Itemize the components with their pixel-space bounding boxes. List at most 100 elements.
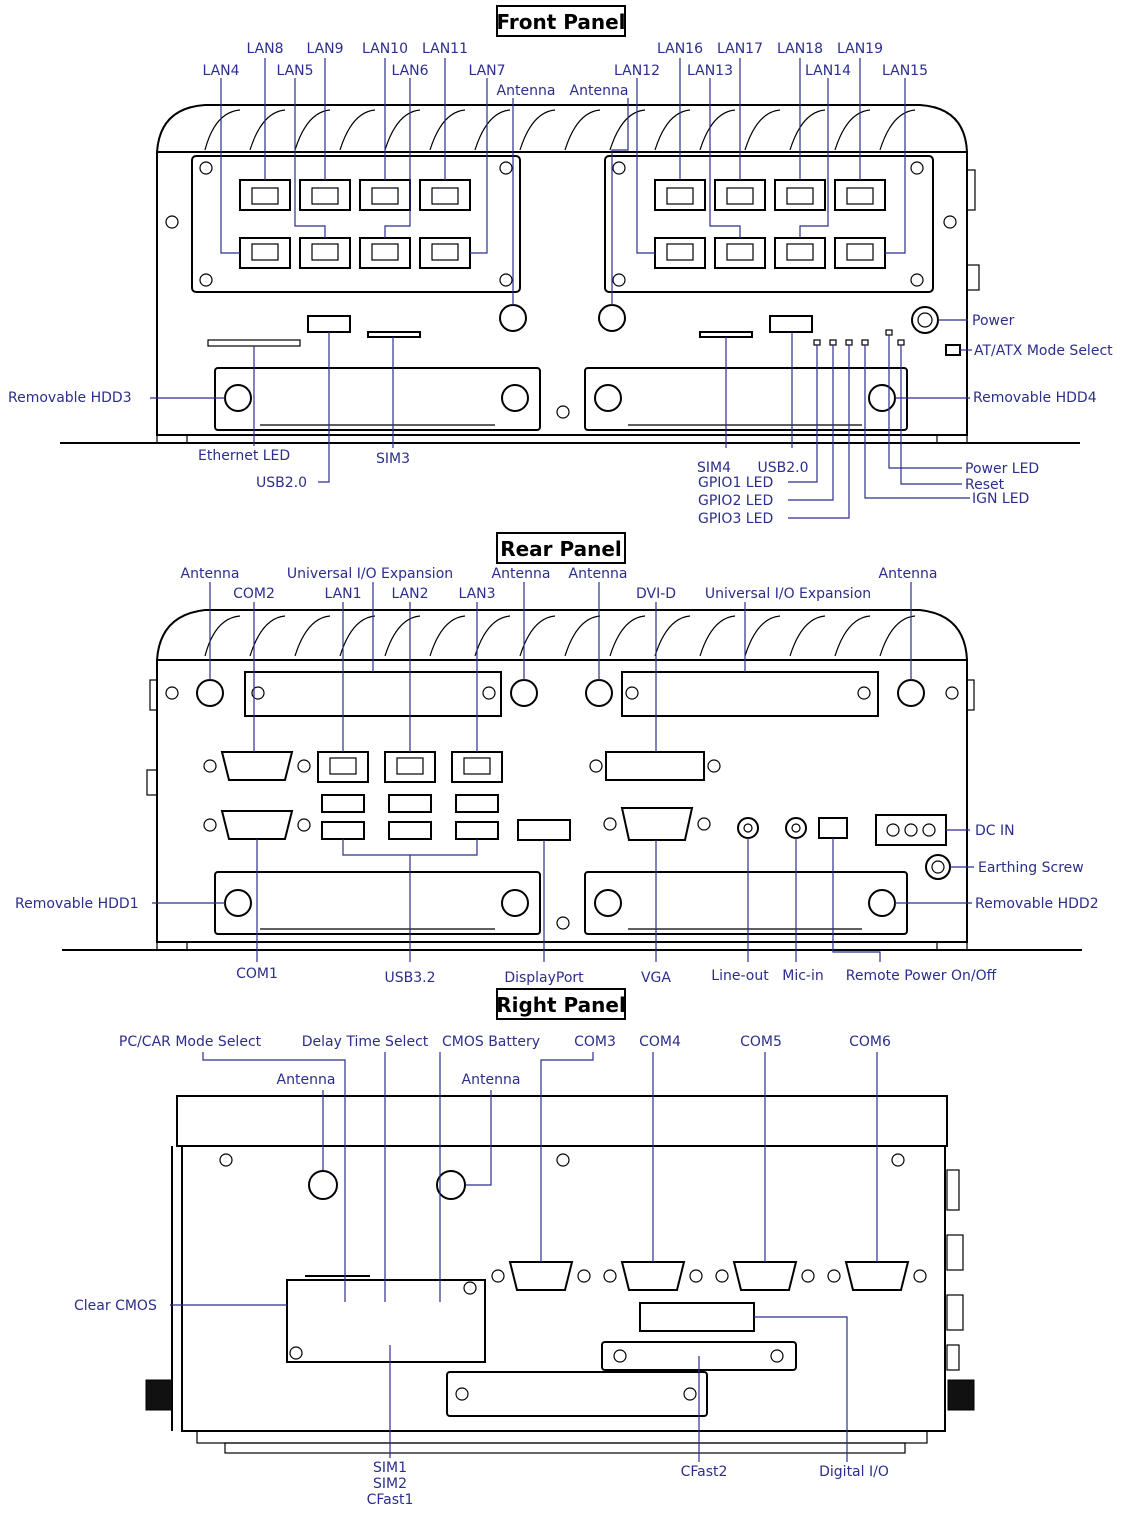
label-com1: COM1 (236, 966, 278, 982)
label-dvid: DVI-D (636, 586, 676, 602)
label-micin: Mic-in (782, 968, 823, 984)
rear-chassis (62, 609, 1082, 951)
displayport-port (517, 819, 571, 841)
label-gpio3: GPIO3 LED (698, 511, 773, 527)
front-hdd3-bay (214, 367, 541, 431)
label-usb20-right: USB2.0 (757, 460, 808, 476)
front-panel-title: Front Panel (496, 10, 625, 34)
lan18-port (774, 179, 826, 211)
lan5-port (299, 237, 351, 269)
right-antenna-2-connector (436, 1170, 466, 1200)
label-lan18: LAN18 (777, 41, 823, 57)
label-com5: COM5 (740, 1034, 782, 1050)
front-panel: Front Panel (8, 5, 1113, 527)
right-labels: PC/CAR Mode Select Delay Time Select CMO… (74, 1034, 891, 1508)
label-power: Power (972, 313, 1015, 329)
vga-port (603, 807, 711, 841)
remote-power-connector (818, 817, 848, 839)
label-lan17: LAN17 (717, 41, 763, 57)
label-uio-1: Universal I/O Expansion (287, 566, 453, 582)
label-lan19: LAN19 (837, 41, 883, 57)
label-usb20-left: USB2.0 (256, 475, 307, 491)
lan15-port (834, 237, 886, 269)
uio-expansion-2-slot (621, 671, 879, 717)
label-power-led: Power LED (965, 461, 1039, 477)
rear-panel-title-box (496, 532, 626, 564)
label-dcin: DC IN (975, 823, 1015, 839)
front-screws (165, 161, 957, 419)
label-lineout: Line-out (711, 968, 769, 984)
label-com4: COM4 (639, 1034, 681, 1050)
label-lan9: LAN9 (306, 41, 343, 57)
right-panel-title-box (496, 988, 626, 1020)
label-rear-antenna-2: Antenna (492, 566, 551, 582)
rear-labels: Antenna COM2 Universal I/O Expansion LAN… (15, 566, 1099, 986)
front-lan-ports-left (239, 179, 471, 269)
right-antenna-1-connector (308, 1170, 338, 1200)
uio-expansion-1-slot (244, 671, 502, 717)
rear-lan1-port (317, 751, 369, 783)
label-clear-cmos: Clear CMOS (74, 1298, 157, 1314)
lan19-port (834, 179, 886, 211)
right-screws (219, 1153, 905, 1360)
com3-port (491, 1261, 591, 1291)
label-cmos-battery: CMOS Battery (442, 1034, 540, 1050)
front-labels: LAN8 LAN9 LAN10 LAN11 LAN4 LAN5 LAN6 LAN… (8, 41, 1113, 527)
label-cfast1: CFast1 (367, 1492, 414, 1508)
label-lan1: LAN1 (324, 586, 361, 602)
usb20-left-port (307, 315, 351, 333)
label-sim2: SIM2 (373, 1476, 407, 1492)
rear-hdd1-bay (214, 871, 541, 935)
label-ign-led: IGN LED (972, 491, 1029, 507)
label-lan6: LAN6 (391, 63, 428, 79)
label-lan14: LAN14 (805, 63, 851, 79)
rear-hdd2-bay (584, 871, 908, 935)
right-leader-lines (170, 1052, 878, 1462)
label-lan2: LAN2 (391, 586, 428, 602)
com5-port (715, 1261, 815, 1291)
label-remote: Remote Power On/Off (846, 968, 997, 984)
label-digital-io: Digital I/O (819, 1464, 889, 1480)
ethernet-led-strip (207, 339, 301, 347)
label-lan4: LAN4 (202, 63, 239, 79)
right-bottom-cover (446, 1371, 708, 1417)
label-hdd1: Removable HDD1 (15, 896, 139, 912)
com2-port (203, 751, 311, 781)
label-gpio2: GPIO2 LED (698, 493, 773, 509)
front-antenna-left-connector (499, 304, 527, 332)
lan16-port (654, 179, 706, 211)
front-antenna-right-connector (598, 304, 626, 332)
rear-antenna-3-connector (585, 679, 613, 707)
lineout-jack (737, 817, 759, 839)
lan7-port (419, 237, 471, 269)
label-rear-antenna-1: Antenna (181, 566, 240, 582)
rear-panel: Rear Panel (15, 532, 1099, 986)
status-leds (813, 329, 905, 346)
sim-cfast1-cover (286, 1275, 486, 1363)
label-right-antenna-1: Antenna (277, 1072, 336, 1088)
front-panel-title-box (496, 5, 626, 37)
label-lan3: LAN3 (458, 586, 495, 602)
label-lan16: LAN16 (657, 41, 703, 57)
label-vga: VGA (641, 970, 671, 986)
lan8-port (239, 179, 291, 211)
label-right-antenna-2: Antenna (462, 1072, 521, 1088)
label-sim3: SIM3 (376, 451, 410, 467)
label-delay: Delay Time Select (302, 1034, 429, 1050)
label-uio-2: Universal I/O Expansion (705, 586, 871, 602)
lan10-port (359, 179, 411, 211)
lan17-port (714, 179, 766, 211)
label-pccar: PC/CAR Mode Select (119, 1034, 262, 1050)
label-com6: COM6 (849, 1034, 891, 1050)
label-lan13: LAN13 (687, 63, 733, 79)
atatx-switch (945, 344, 961, 356)
rear-lan3-port (451, 751, 503, 783)
label-earthing: Earthing Screw (978, 860, 1084, 876)
label-lan15: LAN15 (882, 63, 928, 79)
label-cfast2: CFast2 (681, 1464, 728, 1480)
usb20-right-port (769, 315, 813, 333)
lan11-port (419, 179, 471, 211)
com6-port (827, 1261, 927, 1291)
label-lan8: LAN8 (246, 41, 283, 57)
label-sim1: SIM1 (373, 1460, 407, 1476)
